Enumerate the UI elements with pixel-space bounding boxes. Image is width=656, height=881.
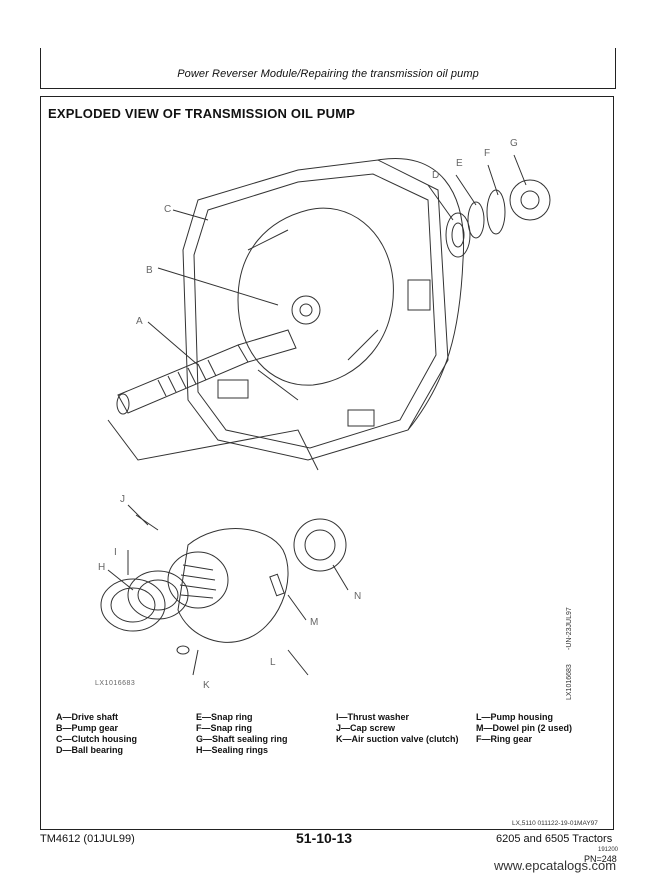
section-header: Power Reverser Module/Repairing the tran… <box>177 68 479 80</box>
header-rule-left <box>40 48 41 88</box>
callout-a: A <box>136 316 143 327</box>
legend-item: F—Snap ring <box>196 723 252 733</box>
page-number: 51-10-13 <box>296 830 353 846</box>
callout-c: C <box>164 204 171 215</box>
legend-column-4: L—Pump housing M—Dowel pin (2 used) F—Ri… <box>476 712 572 745</box>
figure-panel <box>40 96 614 830</box>
legend-column-3: I—Thrust washer J—Cap screw K—Air suctio… <box>336 712 459 745</box>
footer-date: 191200 <box>598 847 619 853</box>
legend-item: L—Pump housing <box>476 712 553 722</box>
legend-item: K—Air suction valve (clutch) <box>336 734 459 744</box>
header-rule-bottom <box>40 88 616 89</box>
legend-column-1: A—Drive shaft B—Pump gear C—Clutch housi… <box>56 712 137 756</box>
legend-item: D—Ball bearing <box>56 745 124 755</box>
callout-i: I <box>114 547 117 558</box>
side-code-upper: -UN-23JUL97 <box>566 607 573 650</box>
callout-d: D <box>432 170 439 181</box>
callout-e: E <box>456 158 463 169</box>
exploded-view-drawing: C B A D E F G H I J K L M N <box>98 138 551 691</box>
callout-k: K <box>203 680 210 691</box>
callout-l: L <box>270 657 276 668</box>
callout-f: F <box>484 148 490 159</box>
callout-m: M <box>310 617 318 628</box>
header-rule-right <box>615 48 616 88</box>
callout-j: J <box>120 494 125 505</box>
legend-column-2: E—Snap ring F—Snap ring G—Shaft sealing … <box>196 712 288 756</box>
legend-item: C—Clutch housing <box>56 734 137 744</box>
watermark: www.epcatalogs.com <box>494 858 617 873</box>
legend-item: E—Snap ring <box>196 712 253 722</box>
manual-id: TM4612 (01JUL99) <box>40 833 135 845</box>
legend-item: I—Thrust washer <box>336 712 410 722</box>
legend-item: J—Cap screw <box>336 723 396 733</box>
callout-h: H <box>98 562 105 573</box>
side-code-lower: LX1016683 <box>566 664 573 700</box>
legend-item: A—Drive shaft <box>56 712 119 722</box>
figure-stamp: LX1016683 <box>95 680 136 687</box>
legend-item: G—Shaft sealing ring <box>196 734 288 744</box>
page-pn: PN=248 <box>584 854 617 864</box>
tractor-models: 6205 and 6505 Tractors <box>496 833 613 845</box>
panel-title: EXPLODED VIEW OF TRANSMISSION OIL PUMP <box>48 106 356 121</box>
reference-code: LX,5110 011122-19-01MAY97 <box>512 820 598 827</box>
callout-n: N <box>354 591 361 602</box>
callout-b: B <box>146 265 153 276</box>
legend-item: F—Ring gear <box>476 734 533 744</box>
legend-item: H—Sealing rings <box>196 745 269 755</box>
legend-item: B—Pump gear <box>56 723 119 733</box>
callout-g: G <box>510 138 518 149</box>
legend-item: M—Dowel pin (2 used) <box>476 723 573 733</box>
